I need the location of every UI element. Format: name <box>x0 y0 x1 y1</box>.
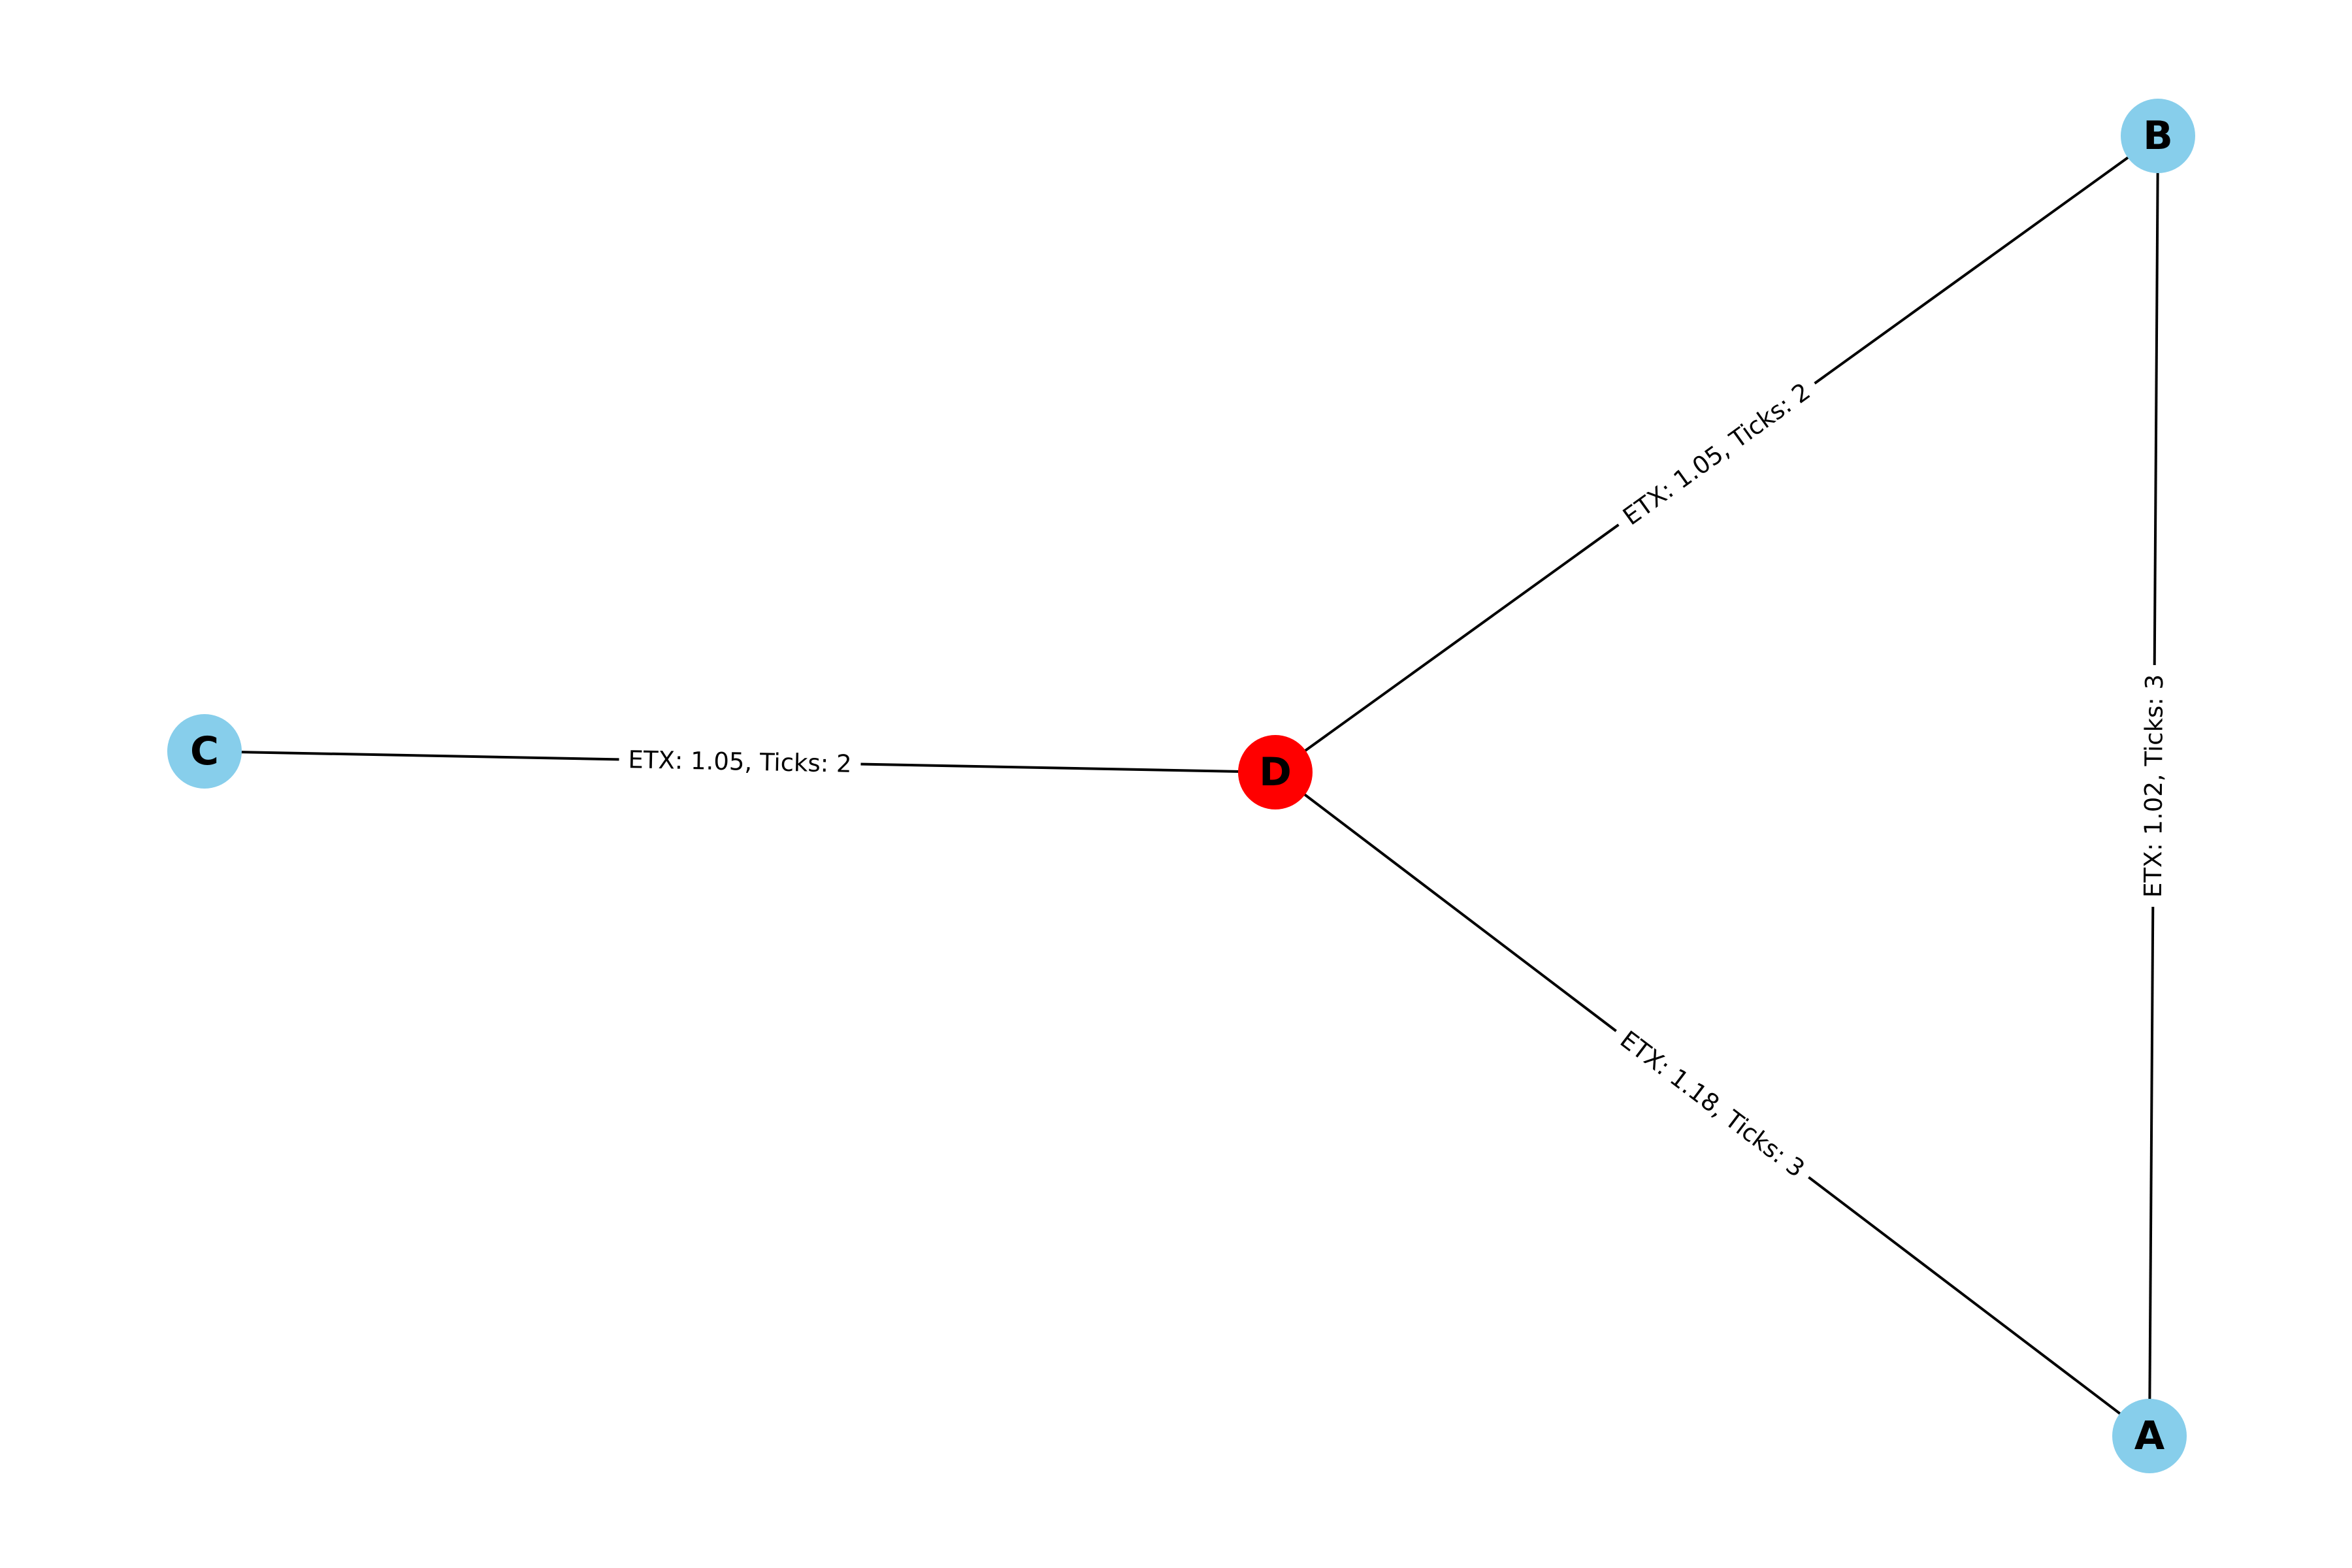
edge-label: ETX: 1.05, Ticks: 2 <box>628 745 852 778</box>
edge-label-group: ETX: 1.05, Ticks: 2 <box>618 741 862 783</box>
edge-label-group: ETX: 1.02, Ticks: 3 <box>2134 664 2173 907</box>
edge-label-background <box>1605 1017 1820 1192</box>
node-a <box>2112 1399 2187 1473</box>
edge-label-background <box>618 741 862 783</box>
node-b <box>2121 99 2195 173</box>
nodes-layer: A B C D <box>167 99 2195 1473</box>
node-label-d: D <box>1259 749 1292 795</box>
node-d <box>1238 735 1313 809</box>
node-label-b: B <box>2143 113 2173 159</box>
node-label-c: C <box>190 728 219 774</box>
edge-label-background <box>1608 368 1825 540</box>
node-c <box>167 714 242 789</box>
edge-label: ETX: 1.02, Ticks: 3 <box>2139 674 2168 898</box>
node-label-a: A <box>2134 1413 2165 1459</box>
edge-label-background <box>2134 664 2173 907</box>
